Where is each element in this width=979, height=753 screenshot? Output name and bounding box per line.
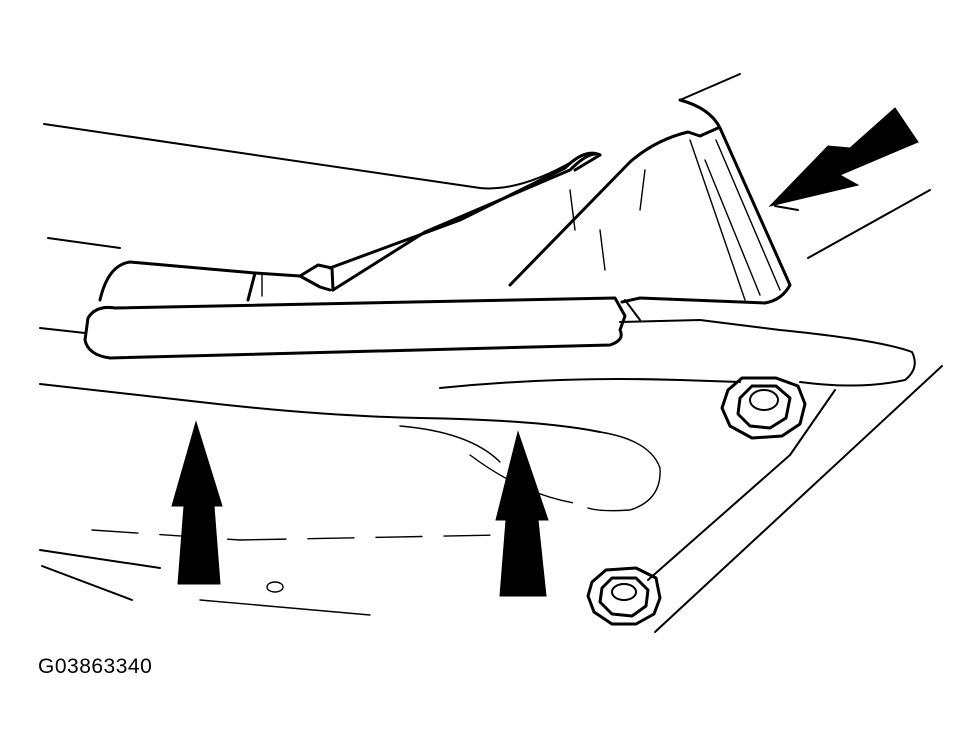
crossmember	[39, 319, 943, 633]
bolt-upper	[720, 376, 807, 440]
arrow-right-icon	[768, 107, 919, 207]
figure-code: G03863340	[38, 655, 153, 678]
arrow-up-right-icon	[495, 430, 549, 597]
arrow-up-left-icon	[171, 420, 223, 585]
body-panel	[39, 73, 931, 334]
bracket	[83, 98, 792, 360]
bolt-lower	[586, 566, 662, 626]
